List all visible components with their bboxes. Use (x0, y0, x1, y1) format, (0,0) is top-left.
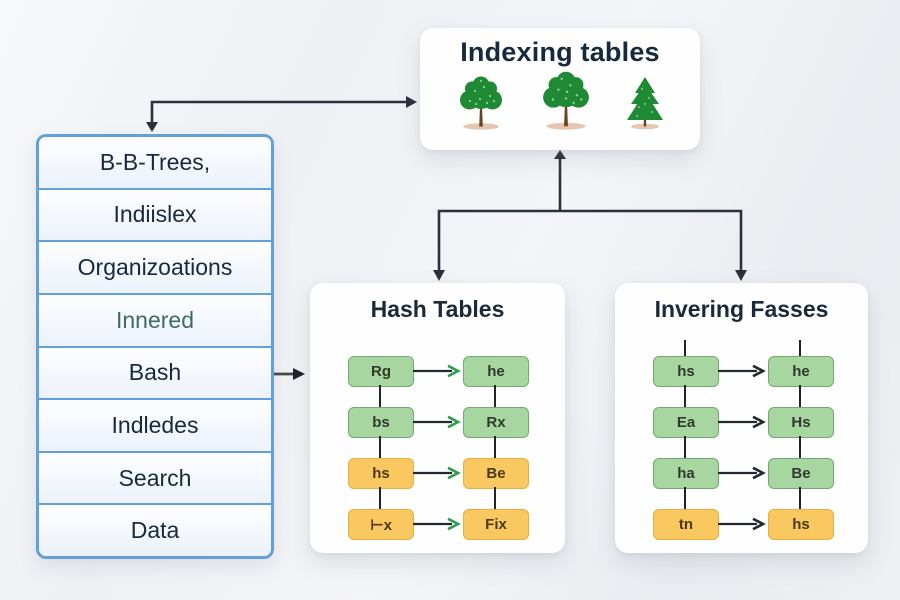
node-arrow (413, 364, 461, 378)
node-connector-line (799, 385, 801, 407)
invering-fasses-panel: Invering Fasses hs he Ea Hs ha Be tn hs (615, 283, 868, 553)
invering-node: tn (653, 509, 719, 540)
invering-node: Ea (653, 407, 719, 438)
node-connector-stub (799, 340, 801, 356)
node-connector-stub (684, 340, 686, 356)
node-connector-line (379, 385, 381, 407)
node-arrow (413, 415, 461, 429)
indexing-tables-title: Indexing tables (460, 37, 660, 67)
node-connector-line (379, 436, 381, 458)
node-connector-line (379, 487, 381, 509)
node-connector-line (799, 436, 801, 458)
node-connector-line (799, 487, 801, 509)
node-arrow (718, 364, 766, 378)
hash-node: Fix (463, 509, 529, 540)
node-connector-line (494, 487, 496, 509)
hash-tables-panel: Hash Tables Rg he bs Rx hs Be ⊢x Fix (310, 283, 565, 553)
round-tree-icon (460, 76, 502, 130)
table-row: B-B-Trees, (39, 137, 271, 188)
table-row: Search (39, 450, 271, 504)
round-tree-icon (543, 71, 589, 130)
index-terms-table: B-B-Trees, Indiislex Organizoations Inne… (36, 134, 274, 559)
hash-node: hs (348, 458, 414, 489)
hash-node: ⊢x (348, 509, 414, 540)
invering-node: he (768, 356, 834, 387)
node-arrow (413, 517, 461, 531)
node-connector-line (684, 436, 686, 458)
hash-node: he (463, 356, 529, 387)
node-arrow (413, 466, 461, 480)
node-connector-line (684, 385, 686, 407)
table-to-indexing-arrow (146, 96, 417, 132)
table-row: Indiislex (39, 187, 271, 241)
invering-node: hs (653, 356, 719, 387)
invering-node: Hs (768, 407, 834, 438)
node-arrow (718, 517, 766, 531)
panel-title: Hash Tables (370, 296, 505, 322)
hash-node: bs (348, 407, 414, 438)
table-row: Organizoations (39, 240, 271, 293)
node-connector-line (494, 436, 496, 458)
invering-node: Be (768, 458, 834, 489)
hash-node: Rg (348, 356, 414, 387)
hash-node: Rx (463, 407, 529, 438)
indexing-tables-box: Indexing tables (420, 28, 700, 150)
pine-tree-icon (627, 77, 663, 130)
tree-icons-row (420, 69, 700, 130)
indexing-split-arrow (433, 150, 747, 281)
node-connector-line (494, 385, 496, 407)
hash-node: Be (463, 458, 529, 489)
table-row: Data (39, 503, 271, 556)
table-row: Bash (39, 345, 271, 399)
panel-title: Invering Fasses (654, 296, 829, 322)
node-arrow (718, 415, 766, 429)
invering-node: ha (653, 458, 719, 489)
table-row: Indledes (39, 398, 271, 451)
node-connector-line (684, 487, 686, 509)
table-row: Innered (39, 292, 271, 346)
invering-node: hs (768, 509, 834, 540)
node-arrow (718, 466, 766, 480)
